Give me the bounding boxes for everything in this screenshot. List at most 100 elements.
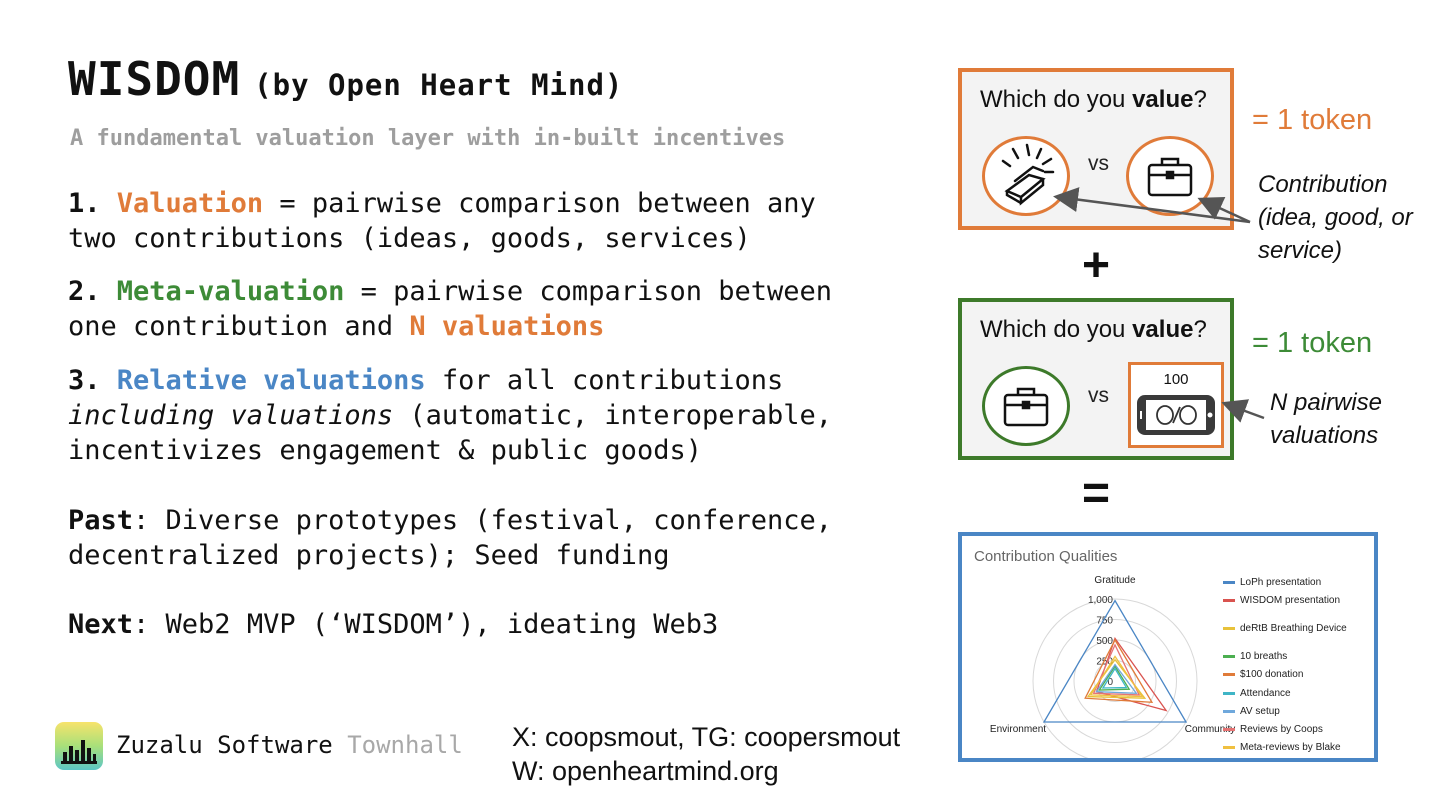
legend-item: Reviews by Coops [1223,724,1360,735]
briefcase-icon [982,366,1070,446]
valuation-question: Which do you value? [980,86,1207,113]
radar-tick-label: 0 [1107,677,1113,688]
point-2-text: = pairwise comparison between [344,276,833,307]
slide-title: WISDOM (by Open Heart Mind) [68,52,623,106]
radar-series--100-donation [1084,638,1154,704]
token-label-1: = 1 token [1252,104,1373,136]
radar-series-attendance [1101,667,1128,689]
radar-gridline [1053,619,1177,743]
valuations-count: 100 [1163,371,1189,388]
radar-axis-label: Gratitude [1094,575,1136,586]
legend-swatch [1223,728,1235,731]
radar-series-reviews-by-coops [1092,643,1141,696]
point-1-text-2: two contributions (ideas, goods, service… [68,223,751,254]
point-1-number: 1. [68,188,101,219]
radar-series-meta-reviews-by-blake [1089,655,1144,698]
contact-line-2: W: openheartmind.org [512,756,779,786]
token-label-2: = 1 token [1252,327,1373,359]
past-text: : Diverse prototypes (festival, conferen… [133,505,833,536]
next-label: Next [68,609,134,640]
radar-axis-label: Community [1185,724,1236,735]
radar-tick-label: 250 [1096,657,1113,668]
title-main: WISDOM [68,52,241,106]
legend-item: 10 breaths [1223,651,1360,663]
radar-tick-label: 500 [1096,636,1113,647]
point-3-text-3: incentivizes engagement & public goods) [68,435,702,466]
legend-label: Reviews by Coops [1240,724,1323,735]
radar-axis-label: Environment [990,724,1046,735]
slide-subtitle: A fundamental valuation layer with in-bu… [70,126,786,151]
legend-swatch [1223,673,1235,677]
point-1-text: = pairwise comparison between any [263,188,816,219]
point-2-text-2b: N valuations [409,311,605,342]
legend-item: AV setup [1223,705,1360,717]
legend-label: Meta-reviews by Blake [1240,742,1341,754]
past-text-2: decentralized projects); Seed funding [68,540,670,571]
legend-item: WISDOM presentation [1223,595,1360,607]
chart-title: Contribution Qualities [974,548,1118,565]
past-label: Past [68,505,134,536]
point-2-term: Meta-valuation [116,276,345,307]
radar-tick-label: 750 [1096,616,1113,627]
valuations-phone-card: 100 [1128,362,1224,448]
point-1-term: Valuation [116,188,264,219]
legend-swatch [1223,655,1235,659]
next-section: Next: Web2 MVP (‘WISDOM’), ideating Web3 [68,607,928,642]
legend-item: Meta-reviews by Blake [1223,742,1360,754]
point-3-text-2a: including valuations [68,400,394,431]
contribution-chart-card [958,532,1378,762]
radar-series-av-setup [1095,663,1138,695]
footer-brand-name: Zuzalu Software [116,731,333,759]
legend-label: LoPh presentation [1240,577,1322,588]
legend-label: 10 breaths [1240,651,1288,663]
legend-swatch [1223,691,1235,695]
arrow-to-phone [1221,399,1265,423]
radar-tick-label: 1,000 [1088,595,1113,606]
meta-valuation-vs: vs [1088,384,1109,407]
legend-swatch [1223,627,1235,631]
point-2: 2. Meta-valuation = pairwise comparison … [68,274,928,344]
legend-item: $100 donation [1223,669,1360,681]
meta-valuation-box: Which do you value? vs 100 [958,298,1234,460]
footer-brand: Zuzalu Software Townhall [116,731,463,759]
legend-swatch [1223,746,1235,750]
title-by: (by Open Heart Mind) [254,68,624,102]
arrow-to-briefcase [1197,196,1251,224]
contact-line-1: X: coopsmout, TG: coopersmout [512,722,901,752]
valuation-vs: vs [1088,152,1109,175]
legend-label: WISDOM presentation [1240,595,1341,607]
legend-item: deRtB Breathing Device [1223,623,1360,635]
legend-label: $100 donation [1240,669,1304,681]
zuzalu-logo-icon [55,722,103,770]
radar-series-10-breaths [1098,665,1131,691]
point-2-number: 2. [68,276,101,307]
legend-label: deRtB Breathing Device [1240,623,1347,635]
point-3: 3. Relative valuations for all contribut… [68,363,928,468]
point-3-number: 3. [68,365,101,396]
point-2-text-2a: one contribution and [68,311,410,342]
footer-brand-suffix: Townhall [347,731,463,759]
phone-icon [1137,395,1215,435]
radar-series-loph-presentation [1042,599,1188,723]
meta-valuation-question: Which do you value? [980,316,1207,343]
point-1: 1. Valuation = pairwise comparison betwe… [68,186,928,256]
radar-gridline [1073,639,1157,723]
legend-label: AV setup [1240,705,1280,717]
legend-swatch [1223,581,1235,584]
equals-operator: = [1082,467,1111,520]
radar-gridline [1032,598,1198,758]
past-section: Past: Diverse prototypes (festival, conf… [68,503,928,573]
legend-label: Attendance [1240,687,1291,699]
point-3-text: for all contributions [425,365,784,396]
next-text: : Web2 MVP (‘WISDOM’), ideating Web3 [133,609,719,640]
legend-swatch [1223,709,1235,713]
legend-item: LoPh presentation [1223,577,1360,588]
point-3-text-2b: (automatic, interoperable, [393,400,833,431]
point-3-term: Relative valuations [116,365,426,396]
legend-item: Attendance [1223,687,1360,699]
legend-swatch [1223,599,1235,603]
